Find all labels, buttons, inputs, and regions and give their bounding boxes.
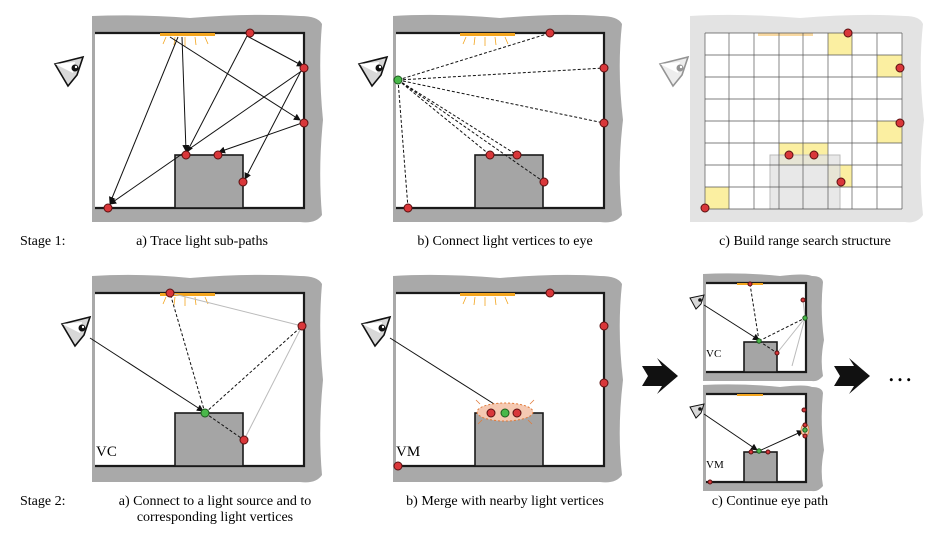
eye-vertex bbox=[756, 448, 762, 454]
light-vertex bbox=[843, 28, 853, 38]
eye-icon bbox=[358, 56, 388, 87]
light-vertex bbox=[245, 28, 255, 38]
eye-icon bbox=[61, 316, 91, 347]
light-vertex bbox=[539, 177, 549, 187]
ellipsis: … bbox=[887, 358, 913, 387]
light-vertex bbox=[802, 433, 808, 439]
stage2-label: Stage 2: bbox=[20, 494, 66, 509]
panel-stage2-a bbox=[61, 274, 323, 483]
light-vertex bbox=[748, 449, 754, 455]
light-vertex bbox=[802, 422, 808, 428]
light-vertex bbox=[895, 118, 905, 128]
light-vertex bbox=[165, 288, 175, 298]
caption-stage2-c: c) Continue eye path bbox=[711, 494, 829, 509]
panel-stage2-b bbox=[361, 274, 623, 483]
eye-icon bbox=[361, 316, 391, 347]
caption-stage2-a: a) Connect to a light source and to corr… bbox=[118, 494, 312, 525]
light-vertex bbox=[545, 28, 555, 38]
tag-vm: VM bbox=[396, 444, 421, 460]
caption-stage1-c: c) Build range search structure bbox=[719, 234, 891, 249]
stage1-label: Stage 1: bbox=[20, 234, 66, 249]
caption-stage1-a: a) Trace light sub-paths bbox=[136, 234, 268, 249]
light-vertex bbox=[765, 449, 771, 455]
light-vertex bbox=[809, 150, 819, 160]
light-vertex bbox=[800, 297, 806, 303]
light-vertex bbox=[181, 150, 191, 160]
eye-vertex bbox=[756, 338, 762, 344]
light-vertex bbox=[747, 281, 753, 287]
light-vertex bbox=[895, 63, 905, 73]
light-vertex bbox=[836, 177, 846, 187]
light-vertex bbox=[299, 118, 309, 128]
light-vertex bbox=[599, 63, 609, 73]
light-vertex bbox=[707, 479, 713, 485]
eye-icon bbox=[659, 56, 689, 87]
panel-stage1-a bbox=[54, 14, 323, 223]
light-vertex bbox=[486, 408, 496, 418]
eye-vertex bbox=[802, 315, 808, 321]
eye-vertex bbox=[802, 427, 808, 433]
panel-stage2-c-vc bbox=[689, 273, 824, 382]
light-vertex bbox=[485, 150, 495, 160]
light-vertex bbox=[239, 435, 249, 445]
light-vertex bbox=[299, 63, 309, 73]
tag-small-vm: VM bbox=[706, 459, 724, 471]
light-vertex bbox=[103, 203, 113, 213]
tag-vc: VC bbox=[96, 444, 117, 460]
light-vertex bbox=[599, 378, 609, 388]
light-vertex bbox=[599, 118, 609, 128]
light-vertex bbox=[700, 203, 710, 213]
next-arrow bbox=[642, 358, 678, 394]
eye-icon bbox=[689, 403, 705, 419]
caption-stage2-b: b) Merge with nearby light vertices bbox=[406, 494, 604, 509]
light-vertex bbox=[213, 150, 223, 160]
light-vertex bbox=[238, 177, 248, 187]
eye-icon bbox=[54, 56, 84, 87]
light-vertex bbox=[393, 461, 403, 471]
light-vertex bbox=[297, 321, 307, 331]
panel-stage1-b bbox=[358, 14, 623, 223]
panel-stage2-c-vm bbox=[689, 384, 824, 492]
caption-stage1-b: b) Connect light vertices to eye bbox=[417, 234, 593, 249]
light-vertex bbox=[599, 321, 609, 331]
eye-vertex bbox=[393, 75, 403, 85]
panel-stage1-c bbox=[659, 14, 924, 223]
light-vertex bbox=[512, 408, 522, 418]
light-vertex bbox=[512, 150, 522, 160]
next-arrow bbox=[834, 358, 870, 394]
light-vertex bbox=[403, 203, 413, 213]
light-vertex bbox=[801, 407, 807, 413]
eye-icon bbox=[689, 294, 705, 310]
light-vertex bbox=[774, 350, 780, 356]
eye-vertex bbox=[200, 408, 210, 418]
light-vertex bbox=[784, 150, 794, 160]
light-vertex bbox=[545, 288, 555, 298]
tag-small-vc: VC bbox=[706, 348, 722, 360]
eye-vertex bbox=[500, 408, 510, 418]
